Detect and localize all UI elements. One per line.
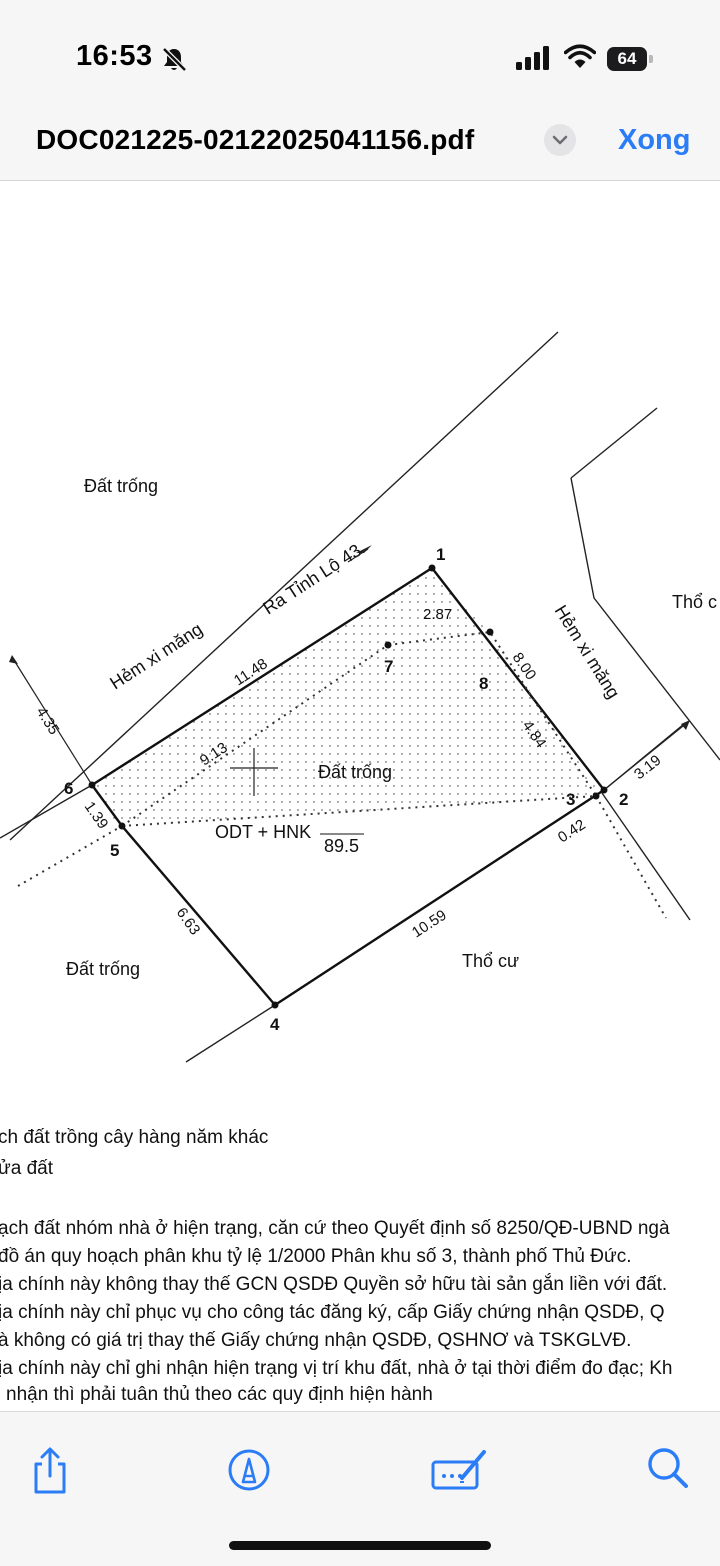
dim-10-59: 10.59 xyxy=(409,907,450,942)
share-button[interactable] xyxy=(22,1442,78,1498)
boundary-line-right xyxy=(601,792,691,921)
battery-icon: 64 xyxy=(607,47,653,71)
label-hem-xi-mang-left: Hẻm xi măng xyxy=(106,619,206,694)
dotted-line-left xyxy=(17,825,123,887)
point-label-1: 1 xyxy=(436,545,445,564)
label-ra-tinh-lo: Ra Tỉnh Lộ 43 xyxy=(259,540,364,618)
point-label-5: 5 xyxy=(110,841,119,860)
status-time: 16:53 xyxy=(76,40,153,72)
point-label-2: 2 xyxy=(619,790,628,809)
bottom-toolbar xyxy=(0,1411,720,1566)
note-line: ịa chính này không thay thế GCN QSDĐ Quy… xyxy=(0,1274,668,1295)
point-label-8: 8 xyxy=(479,674,488,693)
bell-slash-icon xyxy=(162,47,187,72)
label-tho-cu-right: Thổ c xyxy=(672,592,717,612)
boundary-line-bottom xyxy=(185,1004,276,1063)
search-icon xyxy=(648,1448,688,1488)
note-line: ịa chính này chỉ phục vụ cho công tác đă… xyxy=(0,1302,665,1323)
document-nav-bar: DOC021225-02122025041156.pdf Xong xyxy=(0,120,720,181)
point-label-7: 7 xyxy=(384,657,393,676)
note-line: à không có giá trị thay thế Giấy chứng n… xyxy=(0,1330,632,1351)
dim-4-35: 4.35 xyxy=(33,704,63,738)
document-title[interactable]: DOC021225-02122025041156.pdf xyxy=(36,124,475,155)
dim-3-19: 3.19 xyxy=(631,752,664,783)
wifi-icon xyxy=(564,44,596,68)
point-label-4: 4 xyxy=(270,1015,280,1034)
land-plot-drawing: 1 2 3 4 5 6 7 8 11.48 9.13 2.87 8.00 4.8… xyxy=(0,331,720,1063)
label-hem-xi-mang-right: Hẻm xi măng xyxy=(551,602,624,703)
point-label-6: 6 xyxy=(64,779,73,798)
label-dat-trong-center: Đất trống xyxy=(318,762,392,782)
status-bar: 16:53 64 xyxy=(0,0,720,120)
neighbor-boundary-right xyxy=(570,407,658,479)
dim-6-63: 6.63 xyxy=(173,905,204,939)
dotted-line-right xyxy=(595,795,667,919)
label-dat-trong-top: Đất trống xyxy=(84,476,158,496)
neighbor-boundary-right-2 xyxy=(570,477,720,761)
note-line: đồ án quy hoạch phân khu tỷ lệ 1/2000 Ph… xyxy=(0,1246,632,1267)
note-line: ạch đất nhóm nhà ở hiện trạng, căn cứ th… xyxy=(0,1218,670,1239)
parcel-boundary xyxy=(91,566,606,1007)
label-land-use: ODT + HNK xyxy=(215,822,311,842)
label-tho-cu-bottom: Thổ cư xyxy=(462,951,519,971)
note-line: ch đất trồng cây hàng năm khác xyxy=(0,1127,269,1148)
markup-icon xyxy=(228,1449,270,1491)
label-area: 89.5 xyxy=(324,836,359,856)
share-icon xyxy=(34,1447,66,1494)
home-indicator[interactable] xyxy=(229,1541,491,1550)
alley-hatched-area xyxy=(92,568,598,828)
note-line: ửa đất xyxy=(0,1158,53,1179)
dim-2-87: 2.87 xyxy=(423,606,452,623)
chevron-down-icon xyxy=(552,135,568,145)
pdf-page[interactable]: 1 2 3 4 5 6 7 8 11.48 9.13 2.87 8.00 4.8… xyxy=(0,181,720,1411)
road-edge-top xyxy=(9,331,559,841)
dim-0-42: 0.42 xyxy=(555,816,589,846)
done-button[interactable]: Xong xyxy=(618,124,691,156)
markup-button[interactable] xyxy=(221,1442,277,1498)
search-button[interactable] xyxy=(642,1442,698,1498)
label-dat-trong-left: Đất trống xyxy=(66,959,140,979)
note-line: nhận thì phải tuân thủ theo các quy định… xyxy=(6,1384,433,1405)
title-menu-button[interactable] xyxy=(544,124,576,156)
signature-button[interactable] xyxy=(430,1442,492,1498)
point-label-3: 3 xyxy=(566,790,575,809)
dimension-arrow-4-35 xyxy=(11,656,93,786)
battery-level: 64 xyxy=(607,47,647,71)
note-line: ịa chính này chỉ ghi nhận hiện trạng vị … xyxy=(0,1358,673,1379)
signal-icon xyxy=(516,46,549,70)
dimension-arrow-3-19 xyxy=(603,721,689,791)
road-edge-bottom xyxy=(0,784,93,839)
signature-icon xyxy=(431,1450,486,1490)
